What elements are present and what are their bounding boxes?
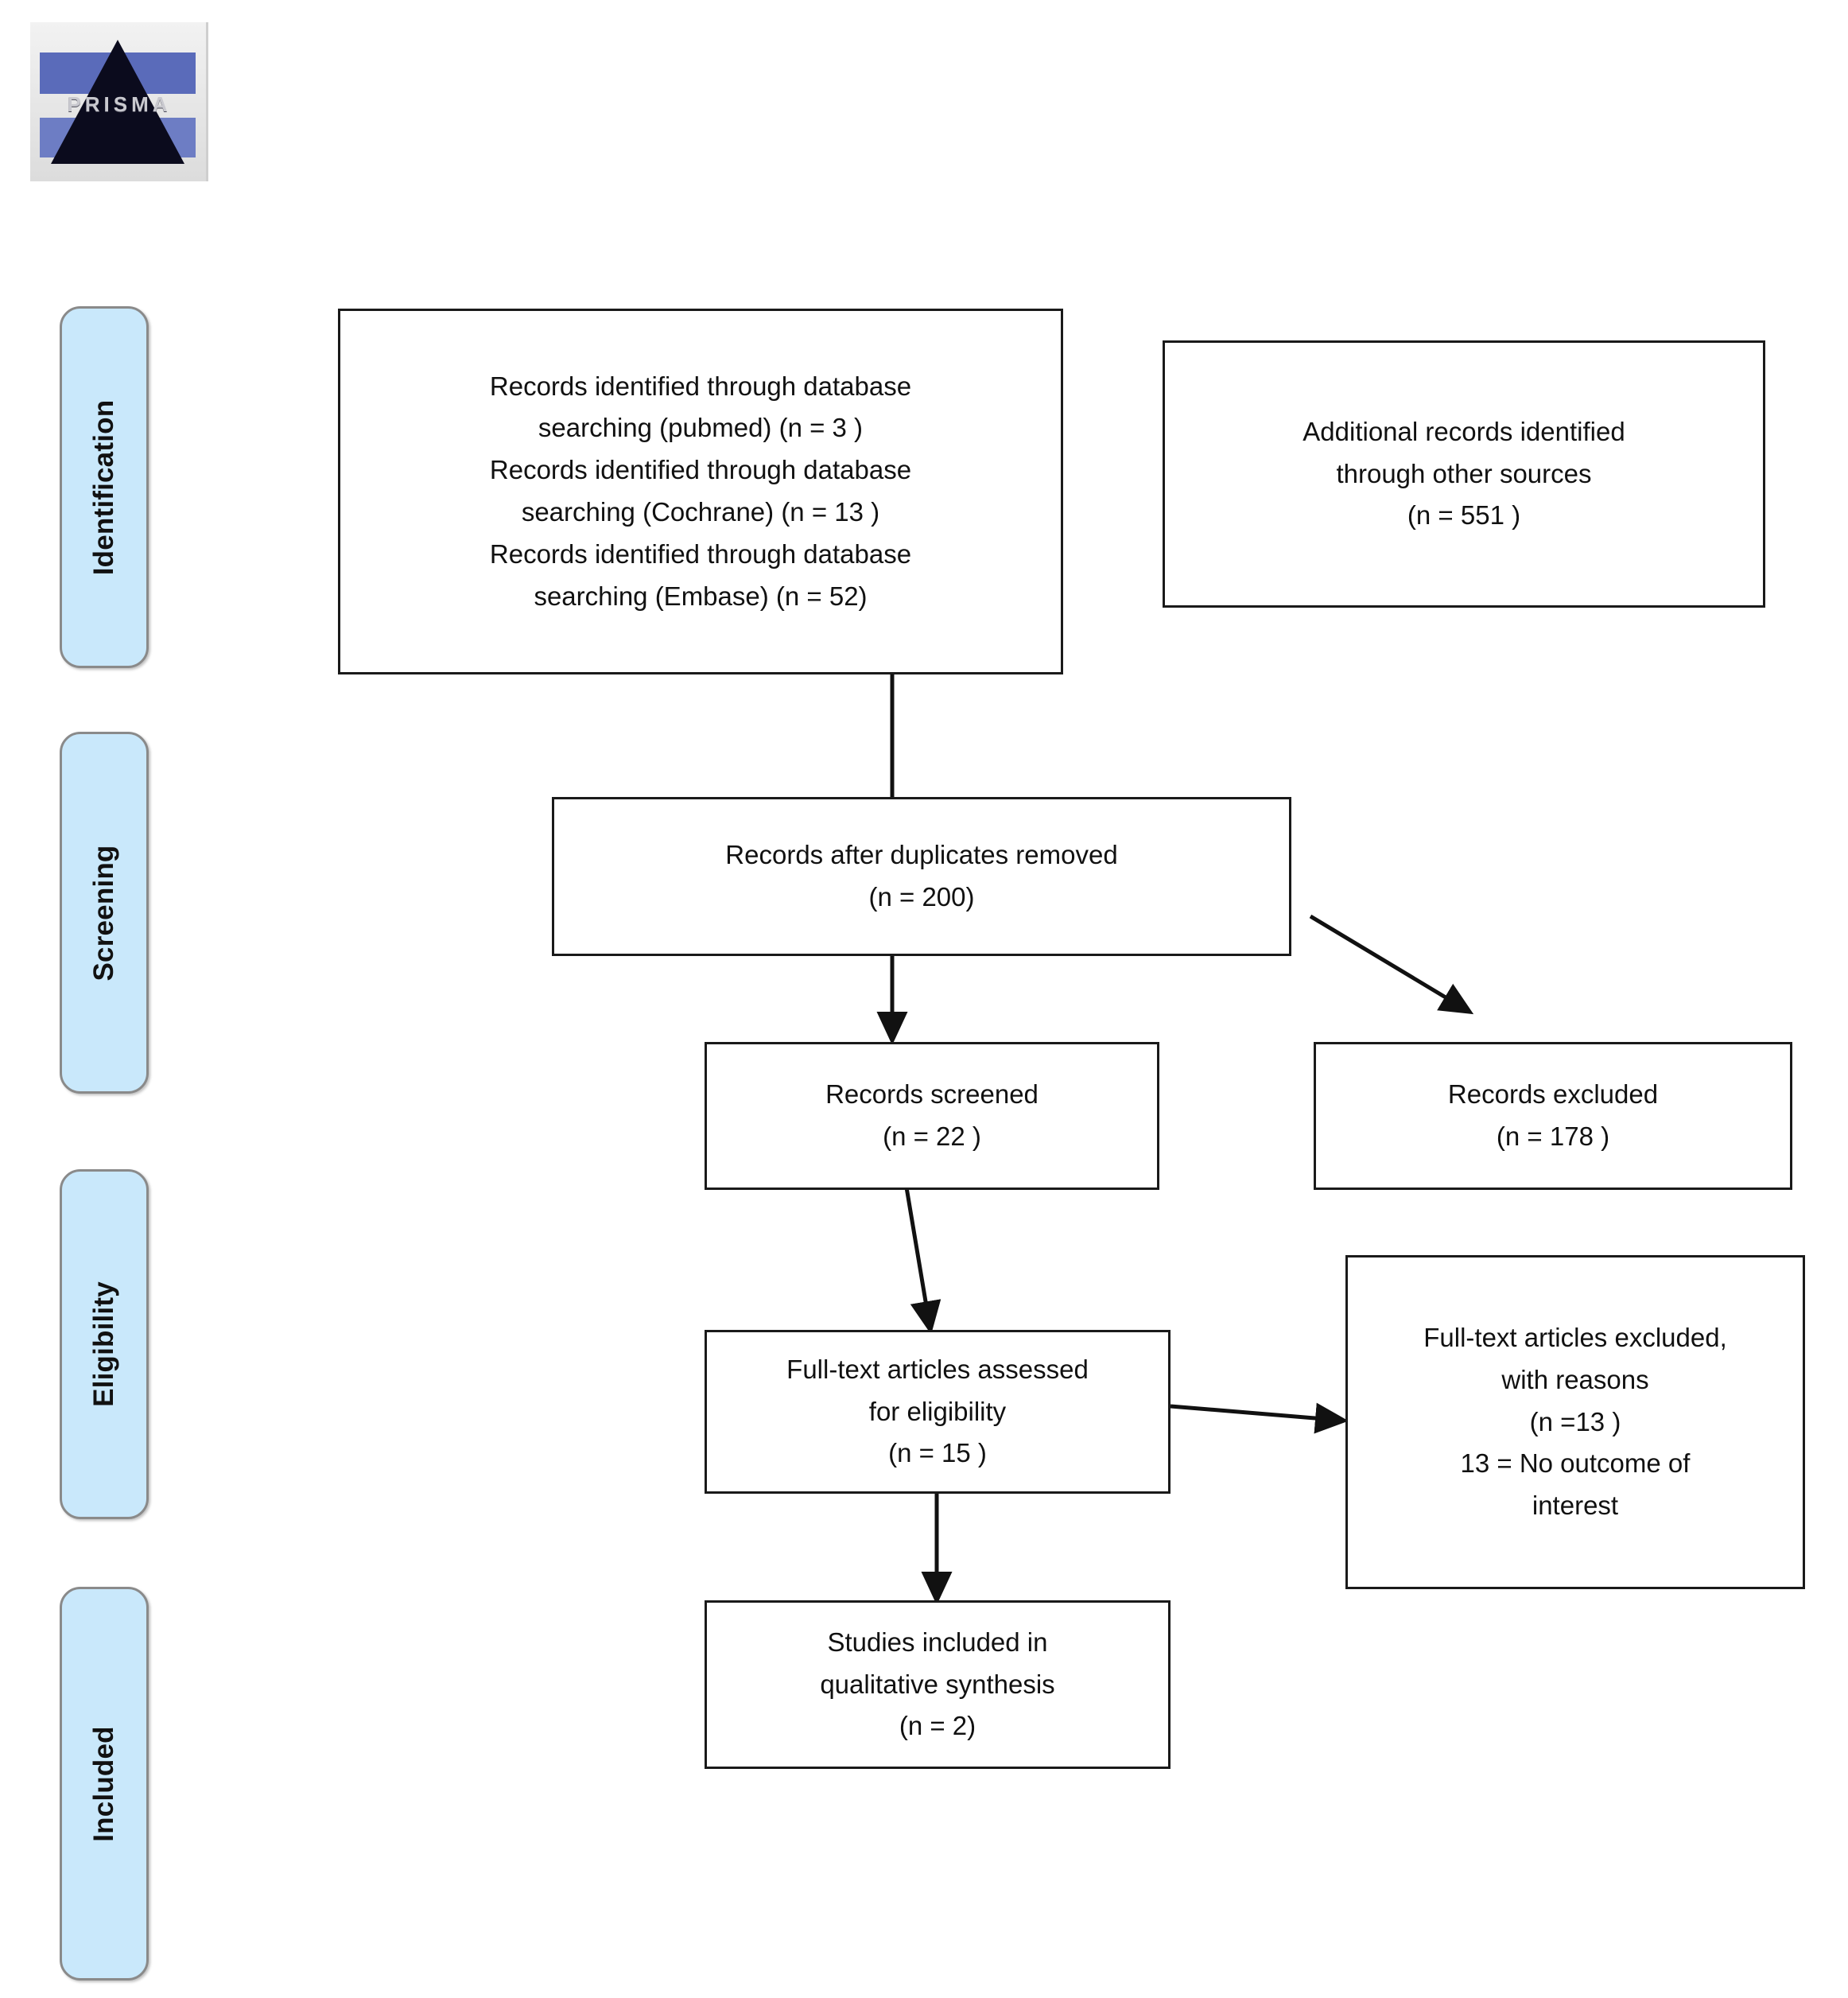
node-duplicates-removed-text: Records after duplicates removed (n = 20…	[725, 840, 1118, 912]
node-other-sources: Additional records identified through ot…	[1163, 340, 1765, 608]
node-fulltext-excluded-text: Full-text articles excluded, with reason…	[1423, 1323, 1727, 1521]
phase-identification-label: Identification	[88, 399, 119, 575]
node-fulltext-excluded: Full-text articles excluded, with reason…	[1345, 1255, 1805, 1589]
node-fulltext-assessed: Full-text articles assessed for eligibil…	[705, 1330, 1171, 1494]
node-database-search: Records identified through database sear…	[338, 309, 1063, 674]
node-studies-included-text: Studies included in qualitative synthesi…	[820, 1627, 1055, 1741]
node-studies-included: Studies included in qualitative synthesi…	[705, 1600, 1171, 1769]
phase-identification: Identification	[60, 306, 149, 668]
node-fulltext-assessed-text: Full-text articles assessed for eligibil…	[786, 1354, 1089, 1468]
prisma-logo: PRISMA	[30, 22, 208, 181]
node-records-excluded-text: Records excluded (n = 178 )	[1447, 1079, 1659, 1151]
phase-eligibility: Eligibility	[60, 1169, 149, 1519]
node-records-screened: Records screened (n = 22 )	[705, 1042, 1159, 1190]
node-records-excluded: Records excluded (n = 178 )	[1314, 1042, 1792, 1190]
phase-included-label: Included	[88, 1725, 119, 1842]
phase-screening: Screening	[60, 732, 149, 1094]
node-database-search-text: Records identified through database sear…	[489, 371, 912, 611]
phase-eligibility-label: Eligibility	[88, 1281, 119, 1407]
logo-wordmark: PRISMA	[67, 92, 172, 116]
node-duplicates-removed: Records after duplicates removed (n = 20…	[552, 797, 1291, 956]
phase-included: Included	[60, 1587, 149, 1981]
node-records-screened-text: Records screened (n = 22 )	[825, 1079, 1039, 1151]
node-other-sources-text: Additional records identified through ot…	[1303, 416, 1625, 531]
phase-screening-label: Screening	[88, 844, 119, 982]
prism-triangle-icon	[51, 40, 184, 164]
